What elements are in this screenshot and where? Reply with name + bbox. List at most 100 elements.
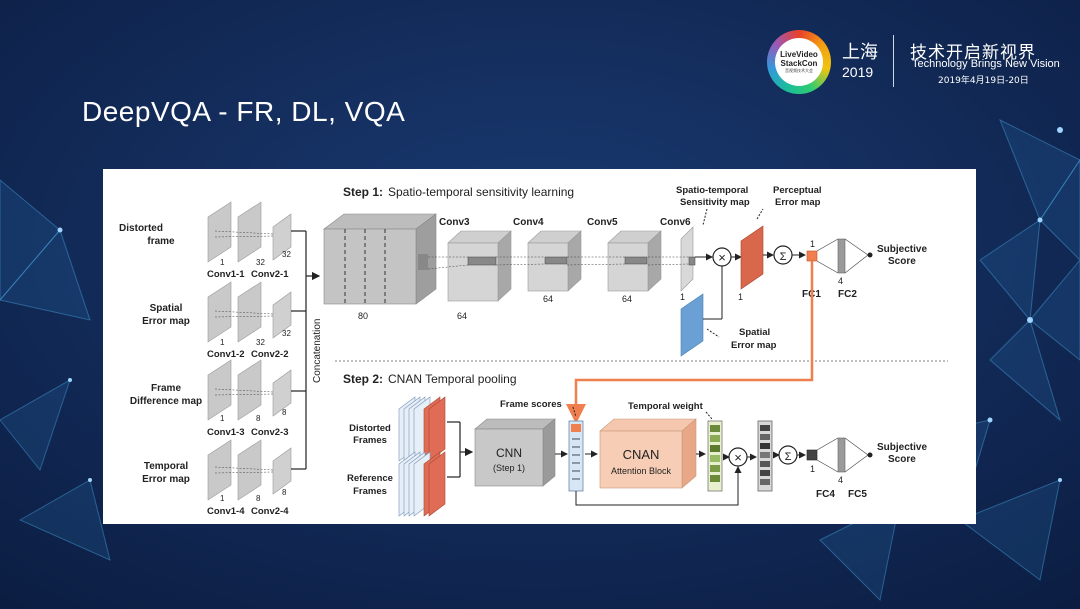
input-label-4b: Error map — [142, 474, 190, 485]
n-4-2: 8 — [256, 494, 261, 503]
n-3-2: 8 — [256, 414, 261, 423]
concatenation-label: Concatenation — [312, 319, 323, 384]
multiply-op-2: × — [723, 447, 757, 467]
input-label-1a: Distorted — [119, 223, 163, 234]
conv-2-3: Conv2-3 — [251, 427, 288, 438]
fc4-fc5-layers — [806, 437, 873, 473]
slogan-chinese: 技术开启新视界 — [910, 43, 1036, 63]
temporal-weight-label: Temporal weight — [628, 401, 704, 412]
step1-desc: Spatio-temporal sensitivity learning — [388, 185, 574, 199]
step1-label: Step 1: — [343, 185, 383, 199]
concat-block — [323, 213, 437, 305]
event-city: 上海 — [842, 42, 878, 63]
fc5-label: FC5 — [848, 489, 867, 500]
conv5-count: 64 — [622, 294, 632, 304]
conv-2-1: Conv2-1 — [251, 269, 289, 280]
conv-1-1: Conv1-1 — [207, 269, 245, 280]
cnan-attention-block — [599, 418, 697, 489]
input-label-4a: Temporal — [144, 461, 188, 472]
fc4-count: 1 — [810, 464, 815, 474]
slide-title: DeepVQA - FR, DL, VQA — [82, 96, 406, 127]
conv3-block — [427, 230, 512, 302]
logo-line2: StackCon — [780, 59, 818, 68]
perceptual-map-label-1: Perceptual — [773, 185, 822, 196]
event-year: 2019 — [842, 64, 874, 80]
fc1-fc2-layers — [806, 238, 873, 274]
multiply-symbol-1: × — [718, 250, 726, 265]
sum-symbol-1: Σ — [780, 251, 787, 263]
diagram-svg: Step 1: Spatio-temporal sensitivity lear… — [119, 185, 948, 517]
n-1-3: 32 — [282, 250, 291, 259]
reference-frames-label-2: Frames — [353, 486, 387, 497]
multiply-op-1: × — [695, 247, 732, 267]
conv-1-4: Conv1-4 — [207, 506, 245, 517]
conv-1-2: Conv1-2 — [207, 349, 244, 360]
spatial-error-map-block — [680, 266, 723, 357]
fc4-label: FC4 — [816, 489, 835, 500]
input-label-3a: Frame — [151, 383, 181, 394]
distorted-frame-stack — [398, 396, 446, 462]
fc1-count: 1 — [810, 239, 815, 249]
input-row-1: Distorted frame 1 32 32 Conv1-1 Conv2-1 — [119, 201, 291, 280]
conv4-block — [495, 230, 582, 292]
n-1-2: 32 — [256, 258, 265, 267]
conv-2-4: Conv2-4 — [251, 506, 289, 517]
subjective-score-2b: Score — [888, 454, 916, 465]
conv4-count: 64 — [543, 294, 553, 304]
fc5-count: 4 — [838, 475, 843, 485]
logo-line1: LiveVideo — [780, 50, 818, 59]
temporal-weight-column — [707, 420, 723, 492]
input-row-3: Frame Difference map 1 8 8 Conv1-3 Conv2… — [130, 359, 292, 438]
spatial-error-label-1: Spatial — [739, 327, 770, 338]
n-2-1: 1 — [220, 338, 225, 347]
spatial-error-label-2: Error map — [731, 340, 777, 351]
frame-score-bypass-path — [575, 466, 742, 506]
frames-bracket — [447, 421, 474, 478]
sensitivity-map-label-2: Sensitivity map — [680, 197, 750, 208]
subjective-score-1a: Subjective — [877, 244, 927, 255]
sum-symbol-2: Σ — [785, 451, 792, 463]
conv3-label: Conv3 — [439, 217, 470, 228]
fc2-count: 4 — [838, 276, 843, 286]
conv5-label: Conv5 — [587, 217, 618, 228]
n-4-1: 1 — [220, 494, 225, 503]
event-date: 2019年4月19日-20日 — [938, 76, 1029, 86]
sum-op-1: Σ — [763, 245, 806, 265]
logo-badge: LiveVideo StackCon 音视频技术大会 — [775, 38, 823, 86]
cnan-sub-label: Attention Block — [611, 466, 672, 476]
perceptual-map-label-2: Error map — [775, 197, 821, 208]
input-label-2a: Spatial — [150, 303, 183, 314]
input-row-2: Spatial Error map 1 32 32 Conv1-2 Conv2-… — [142, 281, 291, 360]
frame-scores-label: Frame scores — [500, 399, 562, 410]
step2-label: Step 2: — [343, 372, 383, 386]
cnn-sub-label: (Step 1) — [493, 463, 525, 473]
conv-2-2: Conv2-2 — [251, 349, 288, 360]
concat-bracket — [291, 230, 321, 470]
n-1-1: 1 — [220, 258, 225, 267]
conv5-block — [566, 230, 662, 292]
perceptual-count: 1 — [738, 292, 743, 302]
step2-desc: CNAN Temporal pooling — [388, 372, 517, 386]
reference-frame-stack — [398, 451, 446, 517]
sensitivity-map-label-1: Spatio-temporal — [676, 185, 748, 196]
distorted-frames-label-2: Frames — [353, 435, 387, 446]
cnn-label: CNN — [496, 446, 522, 460]
conv4-label: Conv4 — [513, 217, 544, 228]
n-3-1: 1 — [220, 414, 225, 423]
input-label-2b: Error map — [142, 316, 190, 327]
deepvqa-diagram: Step 1: Spatio-temporal sensitivity lear… — [103, 169, 976, 524]
cnan-label: CNAN — [623, 447, 660, 462]
frame-scores-column — [568, 420, 584, 492]
input-label-1b: frame — [147, 236, 175, 247]
conv6-count: 1 — [680, 292, 685, 302]
multiply-symbol-2: × — [734, 450, 742, 465]
slogan-english: Technology Brings New Vision — [912, 58, 1060, 70]
header-divider — [893, 35, 894, 87]
distorted-frames-label-1: Distorted — [349, 423, 391, 434]
subjective-score-2a: Subjective — [877, 442, 927, 453]
cnn-step1-block — [474, 418, 556, 487]
sum-op-2: Σ — [773, 445, 806, 465]
input-row-4: Temporal Error map 1 8 8 Conv1-4 Conv2-4 — [142, 439, 292, 517]
conv-1-3: Conv1-3 — [207, 427, 244, 438]
reference-frames-label-1: Reference — [347, 473, 393, 484]
